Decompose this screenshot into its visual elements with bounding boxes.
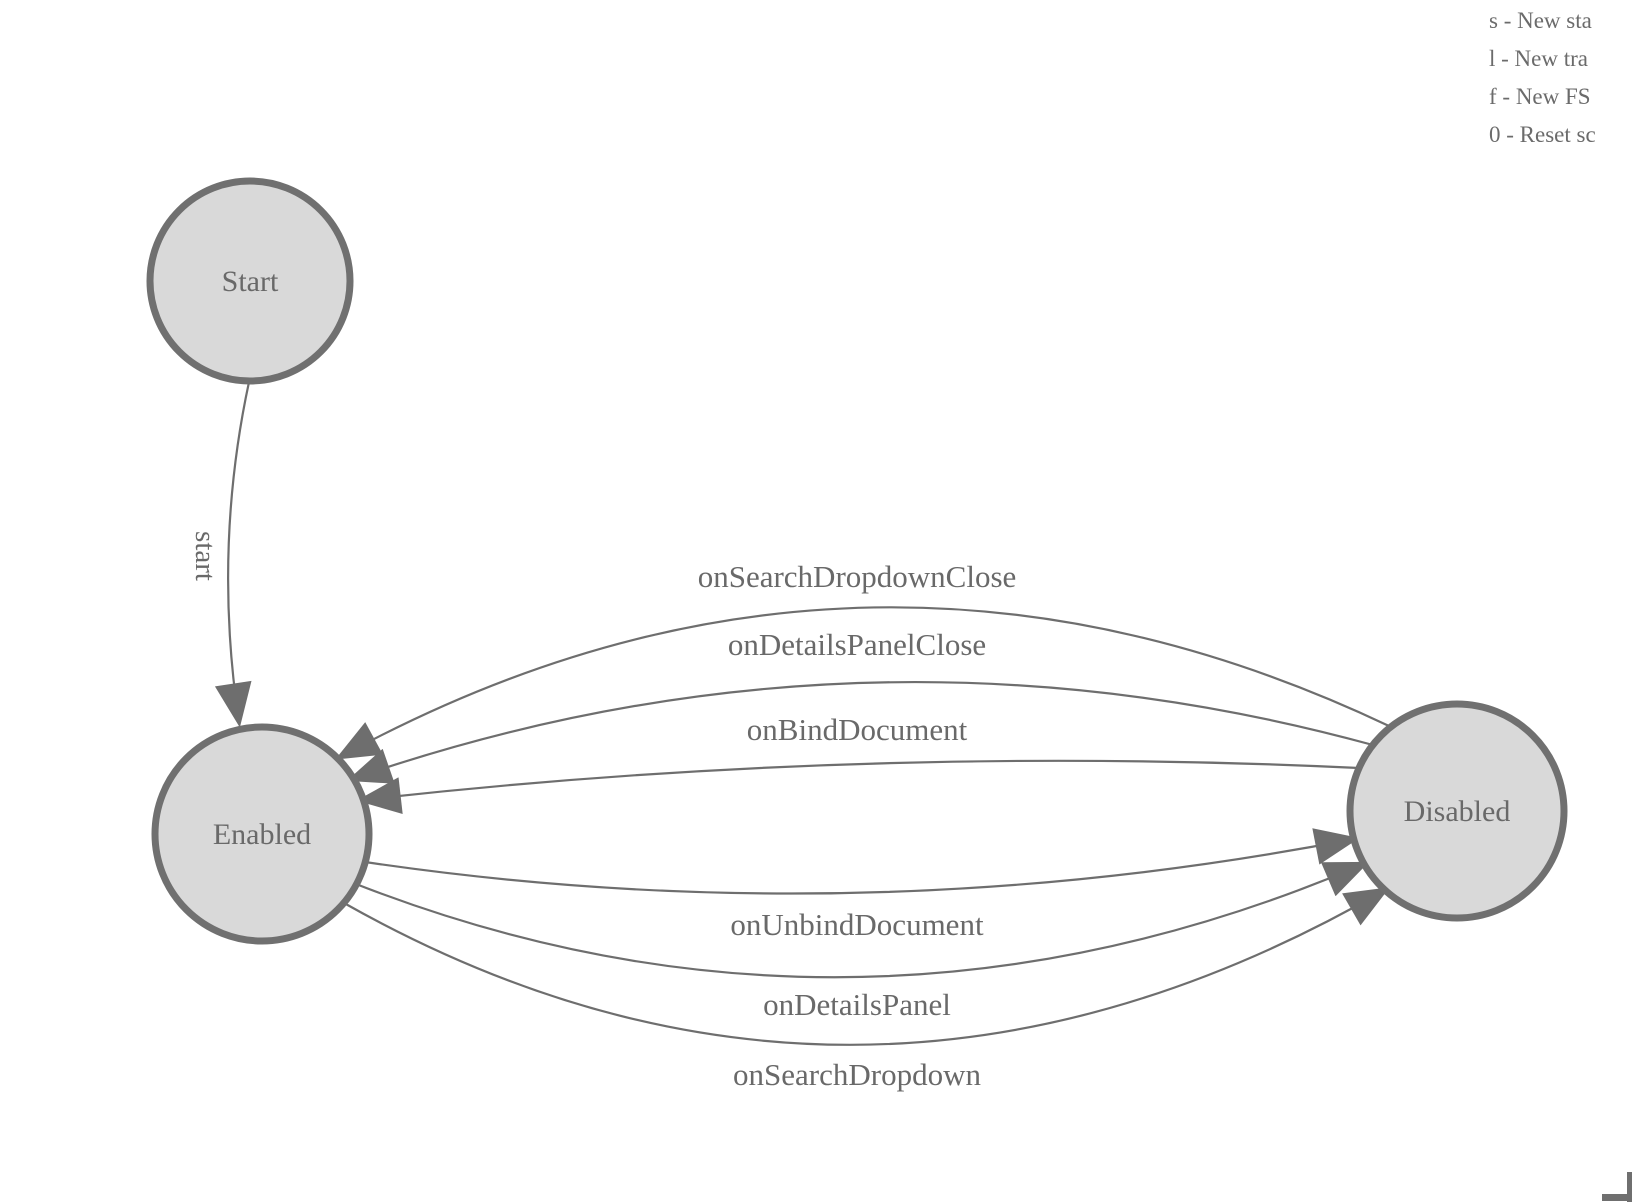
transition-ondetailspanel-path[interactable] [355,861,1370,979]
transition-label-onunbinddocument: onUnbindDocument [730,907,984,942]
canvas-corner-mark [1602,1172,1632,1202]
legend-item-new-fsm: f - New FS [1489,84,1591,109]
transition-label-onsearchdropdown: onSearchDropdown [733,1057,981,1092]
state-label-start: Start [222,265,279,298]
state-node-enabled[interactable] [151,723,373,945]
transition-ondetailspanelclose-path[interactable] [346,681,1374,784]
transition-label-onsearchdropdownclose: onSearchDropdownClose [698,559,1017,594]
transition-onunbinddocument-path[interactable] [364,828,1360,895]
transition-label-ondetailspanelclose: onDetailsPanelClose [728,627,986,662]
shortcut-legend: s - New sta l - New tra f - New FS 0 - R… [1489,2,1632,154]
state-label-disabled: Disabled [1404,795,1511,828]
transition-label-onbinddocument: onBindDocument [747,712,968,747]
transition-label-ondetailspanel: onDetailsPanel [763,987,951,1022]
transition-onsearchdropdownclose-path[interactable] [335,606,1390,760]
state-node-start[interactable] [146,177,354,385]
transition-start-path[interactable] [214,381,252,728]
transition-onsearchdropdown-path[interactable] [343,887,1390,1046]
state-label-enabled: Enabled [213,818,311,851]
legend-item-new-transition: l - New tra [1489,46,1588,71]
transition-onbinddocument-path[interactable] [356,759,1360,815]
transition-label-start: start [189,531,221,581]
state-node-disabled[interactable] [1346,700,1568,922]
legend-item-new-state: s - New sta [1489,8,1592,33]
legend-item-reset-scale: 0 - Reset sc [1489,122,1596,147]
